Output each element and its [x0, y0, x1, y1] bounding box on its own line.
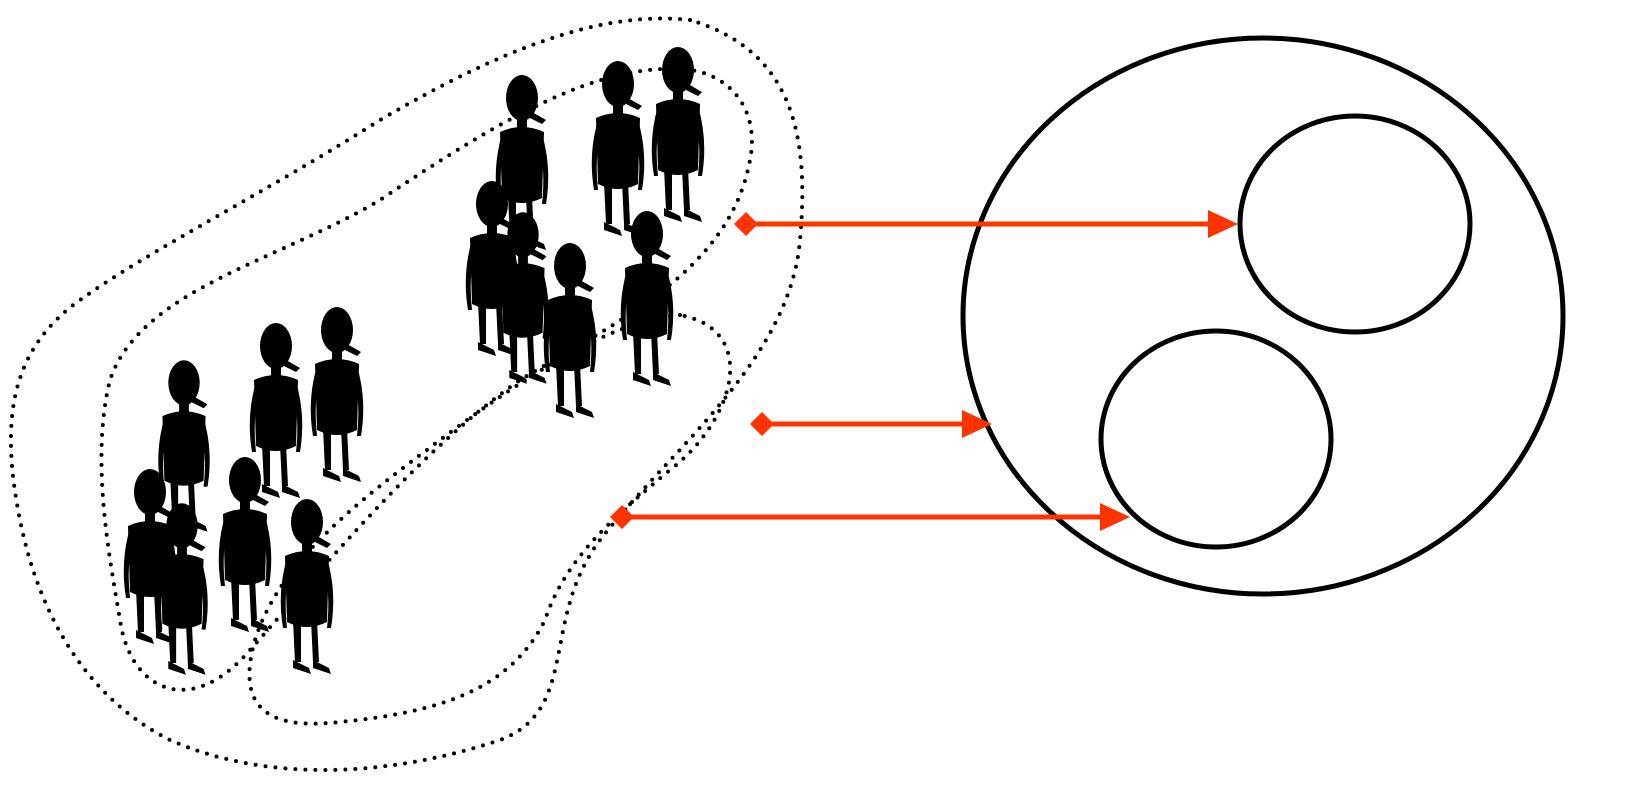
mapping-arrow-upper	[734, 210, 1238, 238]
person-icon	[310, 307, 364, 482]
lower-subset-ellipse	[1098, 328, 1334, 550]
mapping-arrow-lower	[610, 503, 1130, 531]
triangle-arrowhead-icon	[1100, 503, 1130, 531]
person-icon	[591, 61, 645, 236]
triangle-arrowhead-icon	[1208, 210, 1238, 238]
person-icon	[651, 47, 705, 222]
person-icon	[620, 211, 674, 386]
mapping-arrow-middle	[750, 410, 992, 438]
people-layer	[123, 47, 705, 675]
person-icon	[280, 499, 334, 674]
person-icon	[543, 243, 597, 418]
upper-subset-ellipse	[1237, 113, 1473, 335]
triangle-arrowhead-icon	[962, 410, 992, 438]
all-people-outline	[8, 16, 805, 772]
person-icon	[218, 457, 272, 632]
outer-set-ellipse	[960, 35, 1566, 597]
upper-group-outline	[99, 66, 754, 692]
